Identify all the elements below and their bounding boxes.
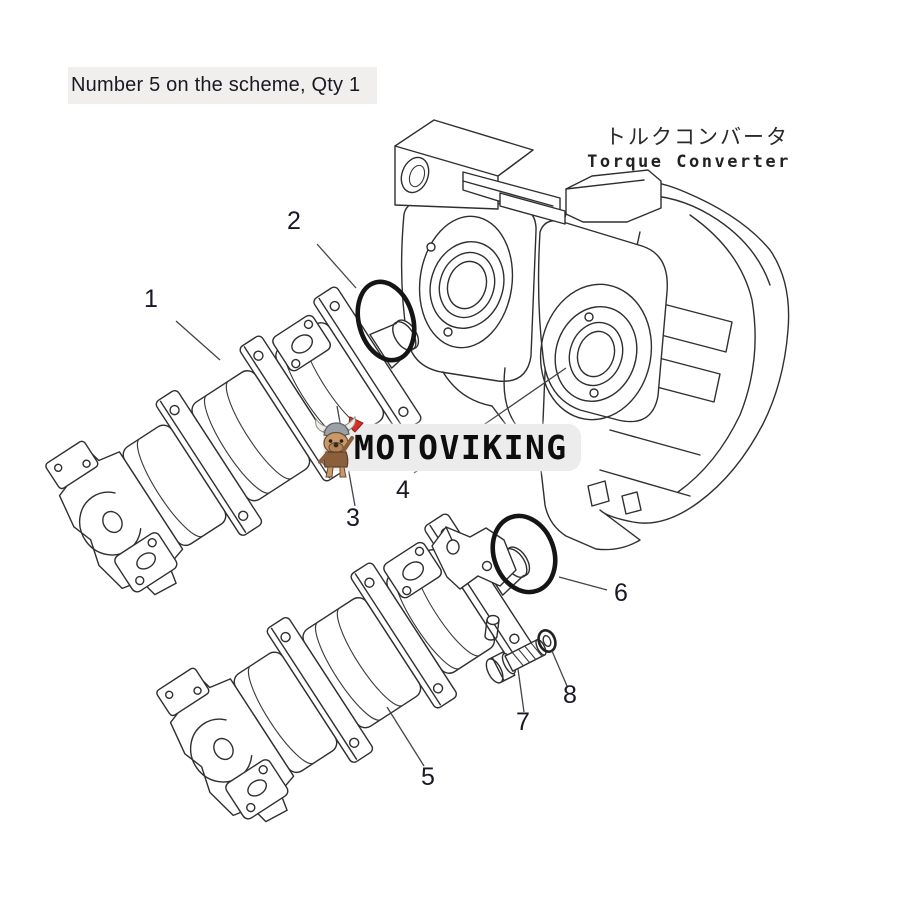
part-quantity-label: Number 5 on the scheme, Qty 1 xyxy=(68,67,377,104)
callout-line-1 xyxy=(175,320,221,361)
callout-label-1: 1 xyxy=(144,285,158,313)
washer-drawing xyxy=(537,629,557,653)
viking-bulldog-mascot-icon xyxy=(315,415,364,478)
torque-converter-housing-drawing xyxy=(394,119,790,551)
callout-line-8 xyxy=(551,650,568,687)
callout-label-2: 2 xyxy=(287,207,301,235)
o-ring-item6-drawing xyxy=(490,513,558,595)
callout-label-7: 7 xyxy=(516,708,530,736)
callout-label-5: 5 xyxy=(421,763,435,791)
callout-label-3: 3 xyxy=(346,504,360,532)
torque-converter-label-en: Torque Converter xyxy=(587,152,791,172)
watermark-badge: MOTOVIKING xyxy=(315,415,581,478)
bolt-drawing xyxy=(485,638,547,684)
torque-converter-label-jp: トルクコンバータ xyxy=(605,125,789,149)
o-ring-item2-drawing xyxy=(355,279,417,363)
callout-label-8: 8 xyxy=(563,681,577,709)
watermark-brand-text: MOTOVIKING xyxy=(354,428,568,467)
part-quantity-text: Number 5 on the scheme, Qty 1 xyxy=(71,74,361,96)
callout-line-5 xyxy=(386,706,425,767)
callout-label-4: 4 xyxy=(396,476,410,504)
stud-drawing xyxy=(484,614,500,641)
callout-line-7 xyxy=(517,668,525,713)
callout-line-6 xyxy=(558,576,608,591)
callout-line-2 xyxy=(316,243,357,289)
callout-label-6: 6 xyxy=(614,579,628,607)
